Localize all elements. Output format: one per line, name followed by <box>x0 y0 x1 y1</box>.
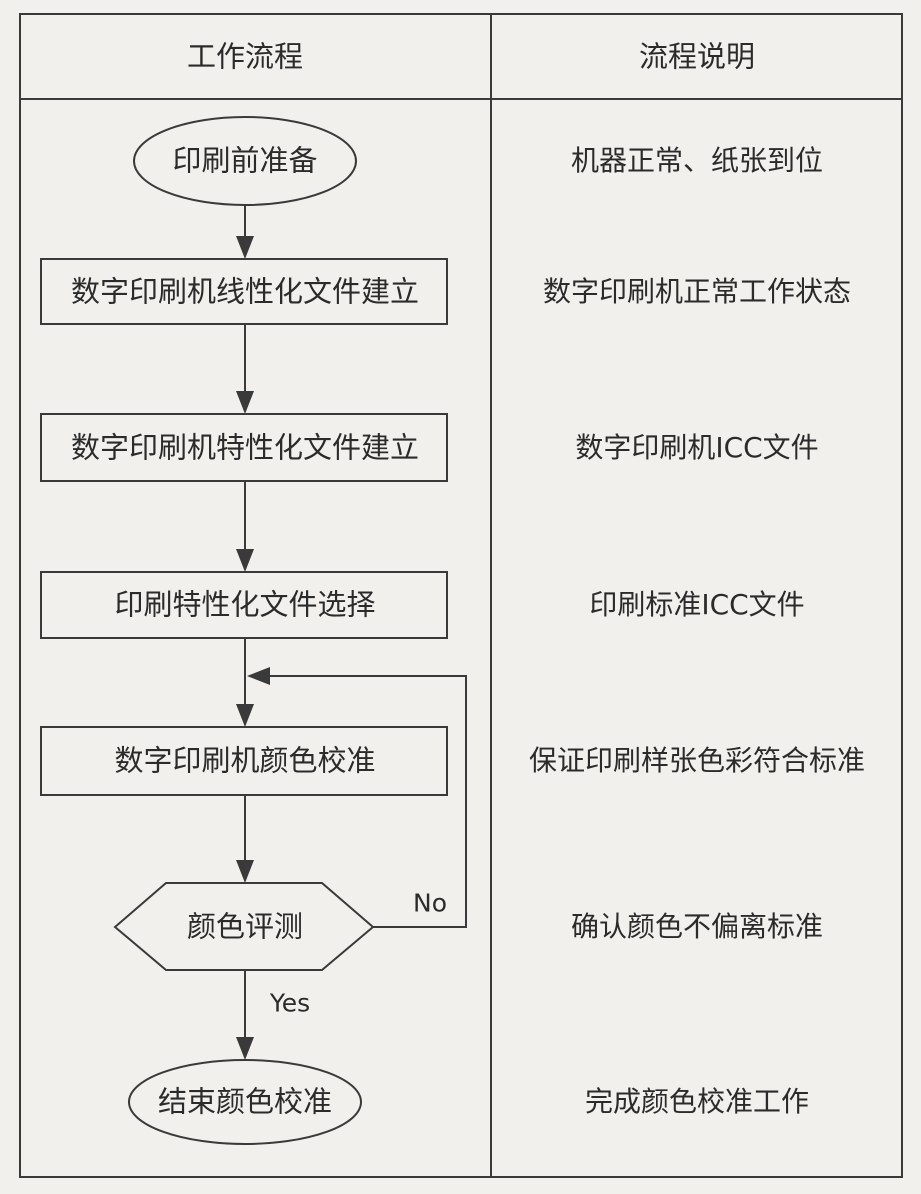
description-3: 数字印刷机ICC文件 <box>575 431 819 464</box>
arrowhead-1 <box>236 236 254 259</box>
linearization-node-label: 数字印刷机线性化文件建立 <box>70 274 420 309</box>
header-description: 流程说明 <box>638 39 756 74</box>
connector-no-loop <box>268 675 467 928</box>
start-node-label: 印刷前准备 <box>172 143 318 178</box>
description-1: 机器正常、纸张到位 <box>570 144 824 177</box>
description-2: 数字印刷机正常工作状态 <box>542 275 852 308</box>
arrowhead-yes <box>236 1037 254 1060</box>
edge-label-no: No <box>413 888 447 918</box>
end-node-label: 结束颜色校准 <box>157 1084 333 1119</box>
evaluation-node-label: 颜色评测 <box>186 909 304 944</box>
characterization-node-label: 数字印刷机特性化文件建立 <box>70 430 420 465</box>
header-workflow: 工作流程 <box>186 39 304 74</box>
arrowhead-no <box>247 667 270 685</box>
description-6: 确认颜色不偏离标准 <box>570 910 824 943</box>
profile-select-node-label: 印刷特性化文件选择 <box>114 587 376 622</box>
arrowhead-5 <box>236 860 254 883</box>
table-border <box>19 13 903 1178</box>
arrowhead-2 <box>236 391 254 414</box>
description-4: 印刷标准ICC文件 <box>589 588 805 621</box>
calibration-node-label: 数字印刷机颜色校准 <box>114 743 376 778</box>
edge-label-yes: Yes <box>269 988 311 1018</box>
arrowhead-3 <box>236 549 254 572</box>
description-7: 完成颜色校准工作 <box>584 1085 810 1118</box>
description-5: 保证印刷样张色彩符合标准 <box>528 744 866 777</box>
arrowhead-4 <box>236 704 254 727</box>
